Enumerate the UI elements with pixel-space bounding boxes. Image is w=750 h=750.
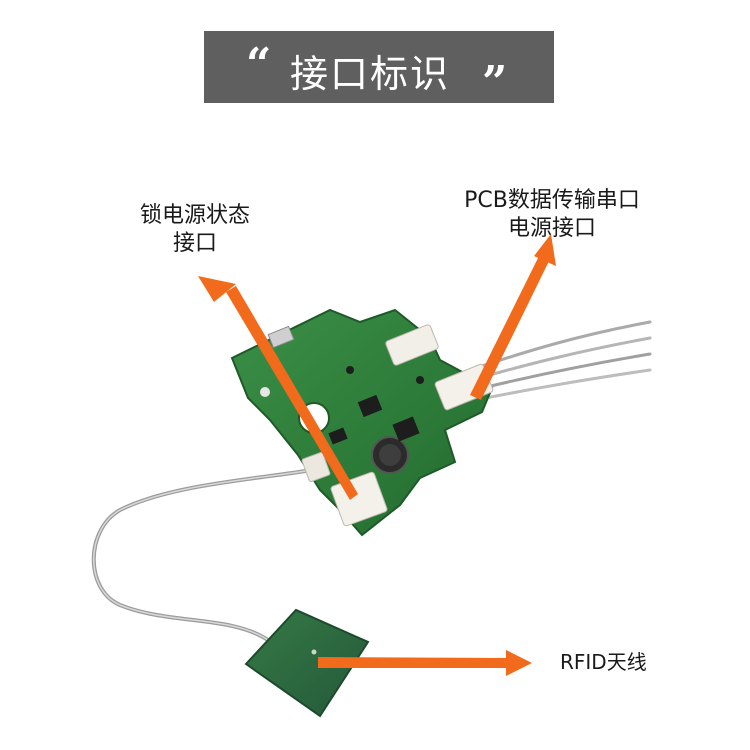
top-connector <box>385 324 439 366</box>
lock-label-line-1: 锁电源状态 <box>139 203 250 228</box>
title-banner: “ 接口标识 ” <box>204 31 554 108</box>
lock-power-status-label: 锁电源状态 接口 <box>100 202 290 258</box>
arrow-pcb-interface <box>470 234 556 400</box>
pcb-board <box>230 308 494 537</box>
rfid-antenna <box>244 608 370 718</box>
pcb-label-line-1: PCB数据传输串口 <box>464 188 640 213</box>
antenna-cable <box>91 468 314 642</box>
open-quote-mark: “ <box>246 39 272 90</box>
close-quote-mark: ” <box>482 57 508 108</box>
page-title: 接口标识 <box>290 52 451 96</box>
arrow-lock-interface <box>198 276 358 500</box>
chip <box>357 394 383 418</box>
lock-label-line-2: 接口 <box>172 231 217 256</box>
rfid-antenna-label: RFID天线 <box>560 650 647 674</box>
arrow-rfid <box>318 650 532 676</box>
pcb-serial-power-label: PCB数据传输串口 电源接口 <box>438 187 666 243</box>
pcb-label-line-2: 电源接口 <box>507 216 596 241</box>
